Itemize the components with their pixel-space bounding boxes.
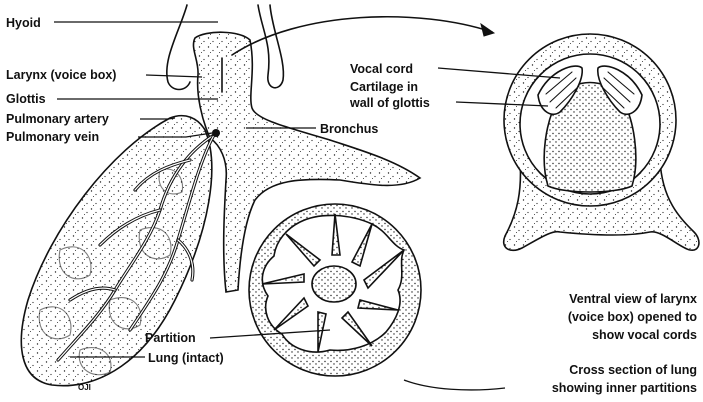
label-glottis: Glottis bbox=[6, 92, 46, 106]
label-pulmonary-artery: Pulmonary artery bbox=[6, 112, 109, 126]
lung-body bbox=[21, 116, 211, 386]
label-pulmonary-vein: Pulmonary vein bbox=[6, 130, 99, 144]
hyoid-arc-right bbox=[258, 5, 283, 88]
label-ventral-2: (voice box) opened to bbox=[568, 310, 698, 324]
label-hyoid: Hyoid bbox=[6, 16, 41, 30]
label-cartilage-1: Cartilage in bbox=[350, 80, 418, 94]
label-cartilage-2: wall of glottis bbox=[349, 96, 430, 110]
label-cross-section-1: Cross section of lung bbox=[569, 363, 697, 377]
label-ventral-1: Ventral view of larynx bbox=[569, 292, 697, 306]
label-ventral-3: show vocal cords bbox=[592, 328, 697, 342]
arrow-head bbox=[481, 24, 494, 36]
lung-cross-section bbox=[249, 204, 421, 376]
larynx-view-arrow bbox=[232, 17, 492, 55]
pulmonary-vein-opening bbox=[212, 129, 220, 137]
label-larynx: Larynx (voice box) bbox=[6, 68, 116, 82]
label-cross-section-2: showing inner partitions bbox=[552, 381, 697, 395]
larynx-ventral-view bbox=[504, 34, 699, 250]
label-lung-intact: Lung (intact) bbox=[148, 351, 224, 365]
label-vocal-cord: Vocal cord bbox=[350, 62, 413, 76]
artist-signature: OJI bbox=[78, 383, 91, 392]
label-bronchus: Bronchus bbox=[320, 122, 378, 136]
label-partition: Partition bbox=[145, 331, 196, 345]
